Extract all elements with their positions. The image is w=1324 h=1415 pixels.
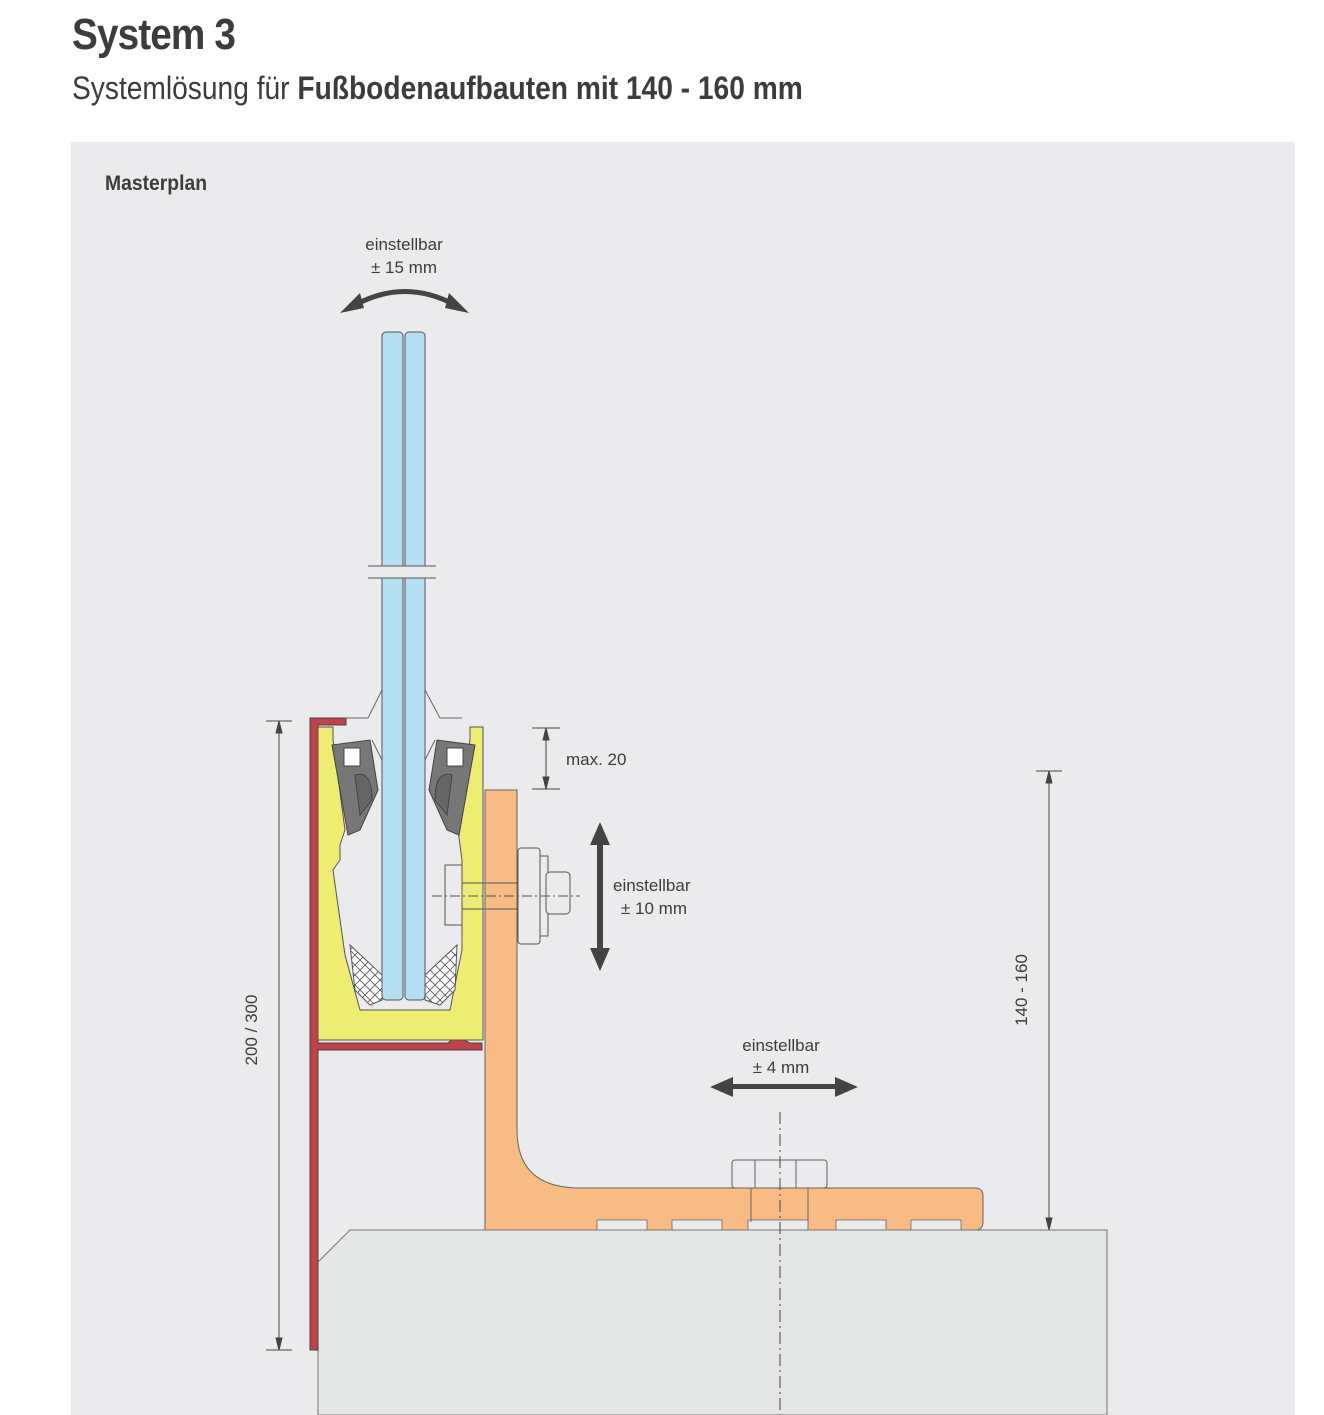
page-title: System 3 xyxy=(72,10,236,59)
base-nut xyxy=(731,1112,828,1415)
glass-panel xyxy=(368,331,436,1001)
rotation-arrow-icon xyxy=(340,289,469,313)
dimension-left-label: 200 / 300 xyxy=(242,995,261,1066)
subtitle-prefix: Systemlösung für xyxy=(72,70,298,106)
subtitle-bold: Fußbodenaufbauten mit 140 - 160 mm xyxy=(297,70,803,106)
clamp-right xyxy=(424,689,476,836)
bottom-gasket-right xyxy=(424,943,458,1006)
vertical-adjust-label-1: einstellbar xyxy=(613,876,691,895)
horizontal-adjust-label-1: einstellbar xyxy=(742,1036,820,1055)
dimension-right-label: 140 - 160 xyxy=(1012,954,1031,1026)
max-label: max. 20 xyxy=(566,750,626,769)
vertical-adjust-arrow-icon xyxy=(590,822,610,971)
vertical-adjust-label-2: ± 10 mm xyxy=(621,899,687,918)
horizontal-adjust-arrow-icon xyxy=(710,1077,858,1097)
bottom-gasket-left xyxy=(349,943,383,1006)
concrete-slab xyxy=(317,1229,1108,1415)
page-subtitle: Systemlösung für Fußbodenaufbauten mit 1… xyxy=(72,70,803,107)
panel-title: Masterplan xyxy=(105,172,208,195)
glass-adjust-label-2: ± 15 mm xyxy=(371,258,437,277)
dimension-lines xyxy=(266,720,1062,1351)
horizontal-adjust-label-2: ± 4 mm xyxy=(753,1058,810,1077)
angle-bracket xyxy=(484,789,984,1231)
glass-adjust-label-1: einstellbar xyxy=(365,235,443,254)
bolt-assembly xyxy=(432,847,580,945)
clamp-left xyxy=(331,689,383,836)
